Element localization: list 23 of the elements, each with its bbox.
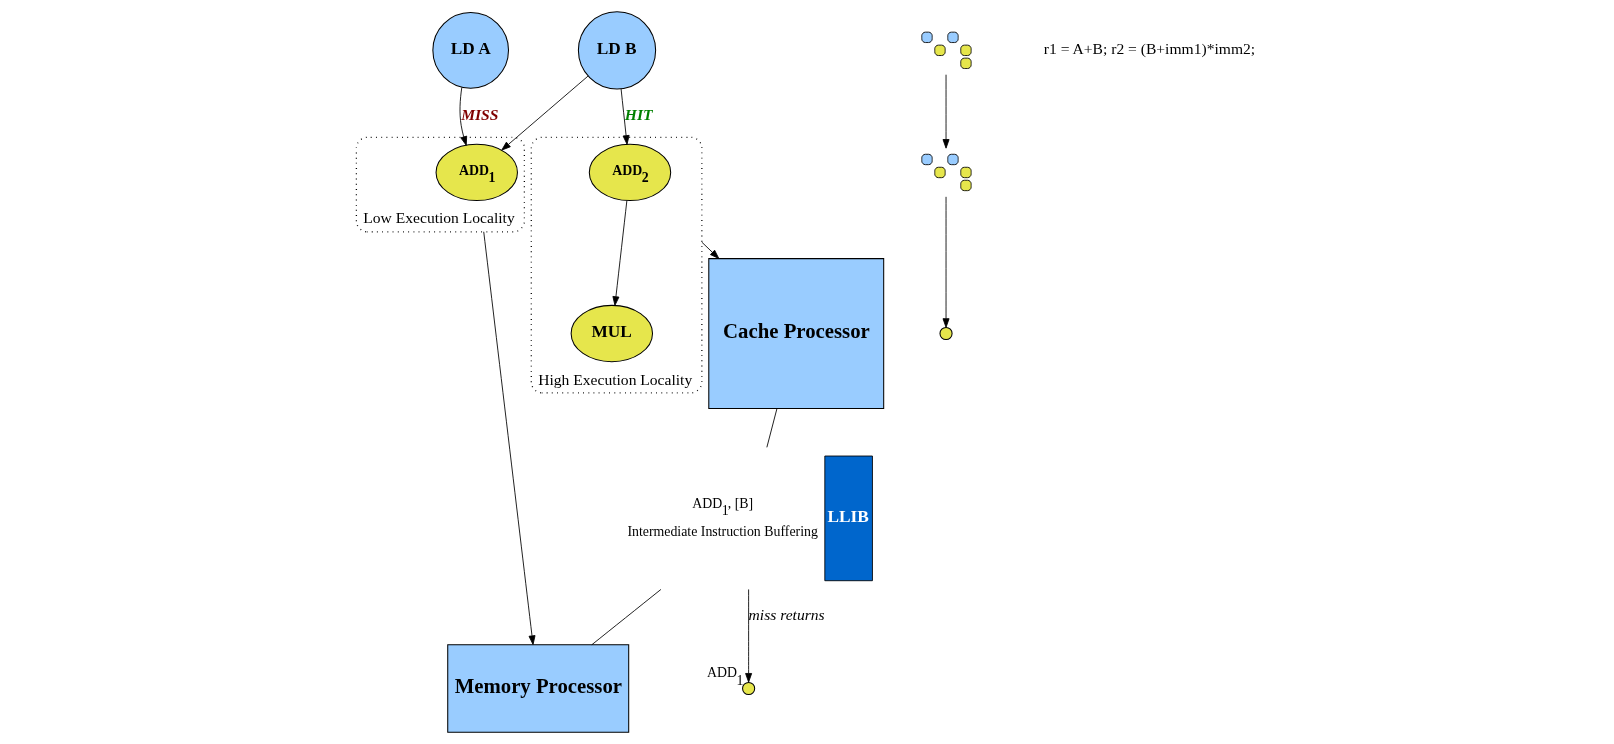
node-circle: LD A [431, 12, 509, 89]
arrow [620, 88, 630, 145]
arrow [942, 74, 949, 149]
node-circle [741, 681, 755, 696]
connector [590, 589, 661, 646]
arrow [482, 231, 535, 645]
arrow [611, 200, 627, 306]
edge-label: MISS [460, 105, 498, 123]
node-box: Memory Processor [446, 644, 629, 733]
node-circle: LD B [577, 11, 656, 90]
arrow [500, 75, 588, 151]
arrow [942, 196, 949, 328]
node-circle [938, 326, 953, 341]
edge-label: HIT [624, 105, 653, 123]
node-ellipse: MUL [570, 304, 653, 363]
node-label: Intermediate Instruction Buffering [626, 523, 818, 539]
arrow [700, 241, 719, 259]
node-box: Cache Processor [707, 258, 884, 409]
label: r1 = A+B; r2 = (B+imm1)*imm2; [1043, 40, 1255, 58]
arrow [744, 589, 752, 683]
edge-label: miss returns [748, 606, 825, 624]
connector [765, 408, 777, 448]
arrow [459, 87, 467, 146]
